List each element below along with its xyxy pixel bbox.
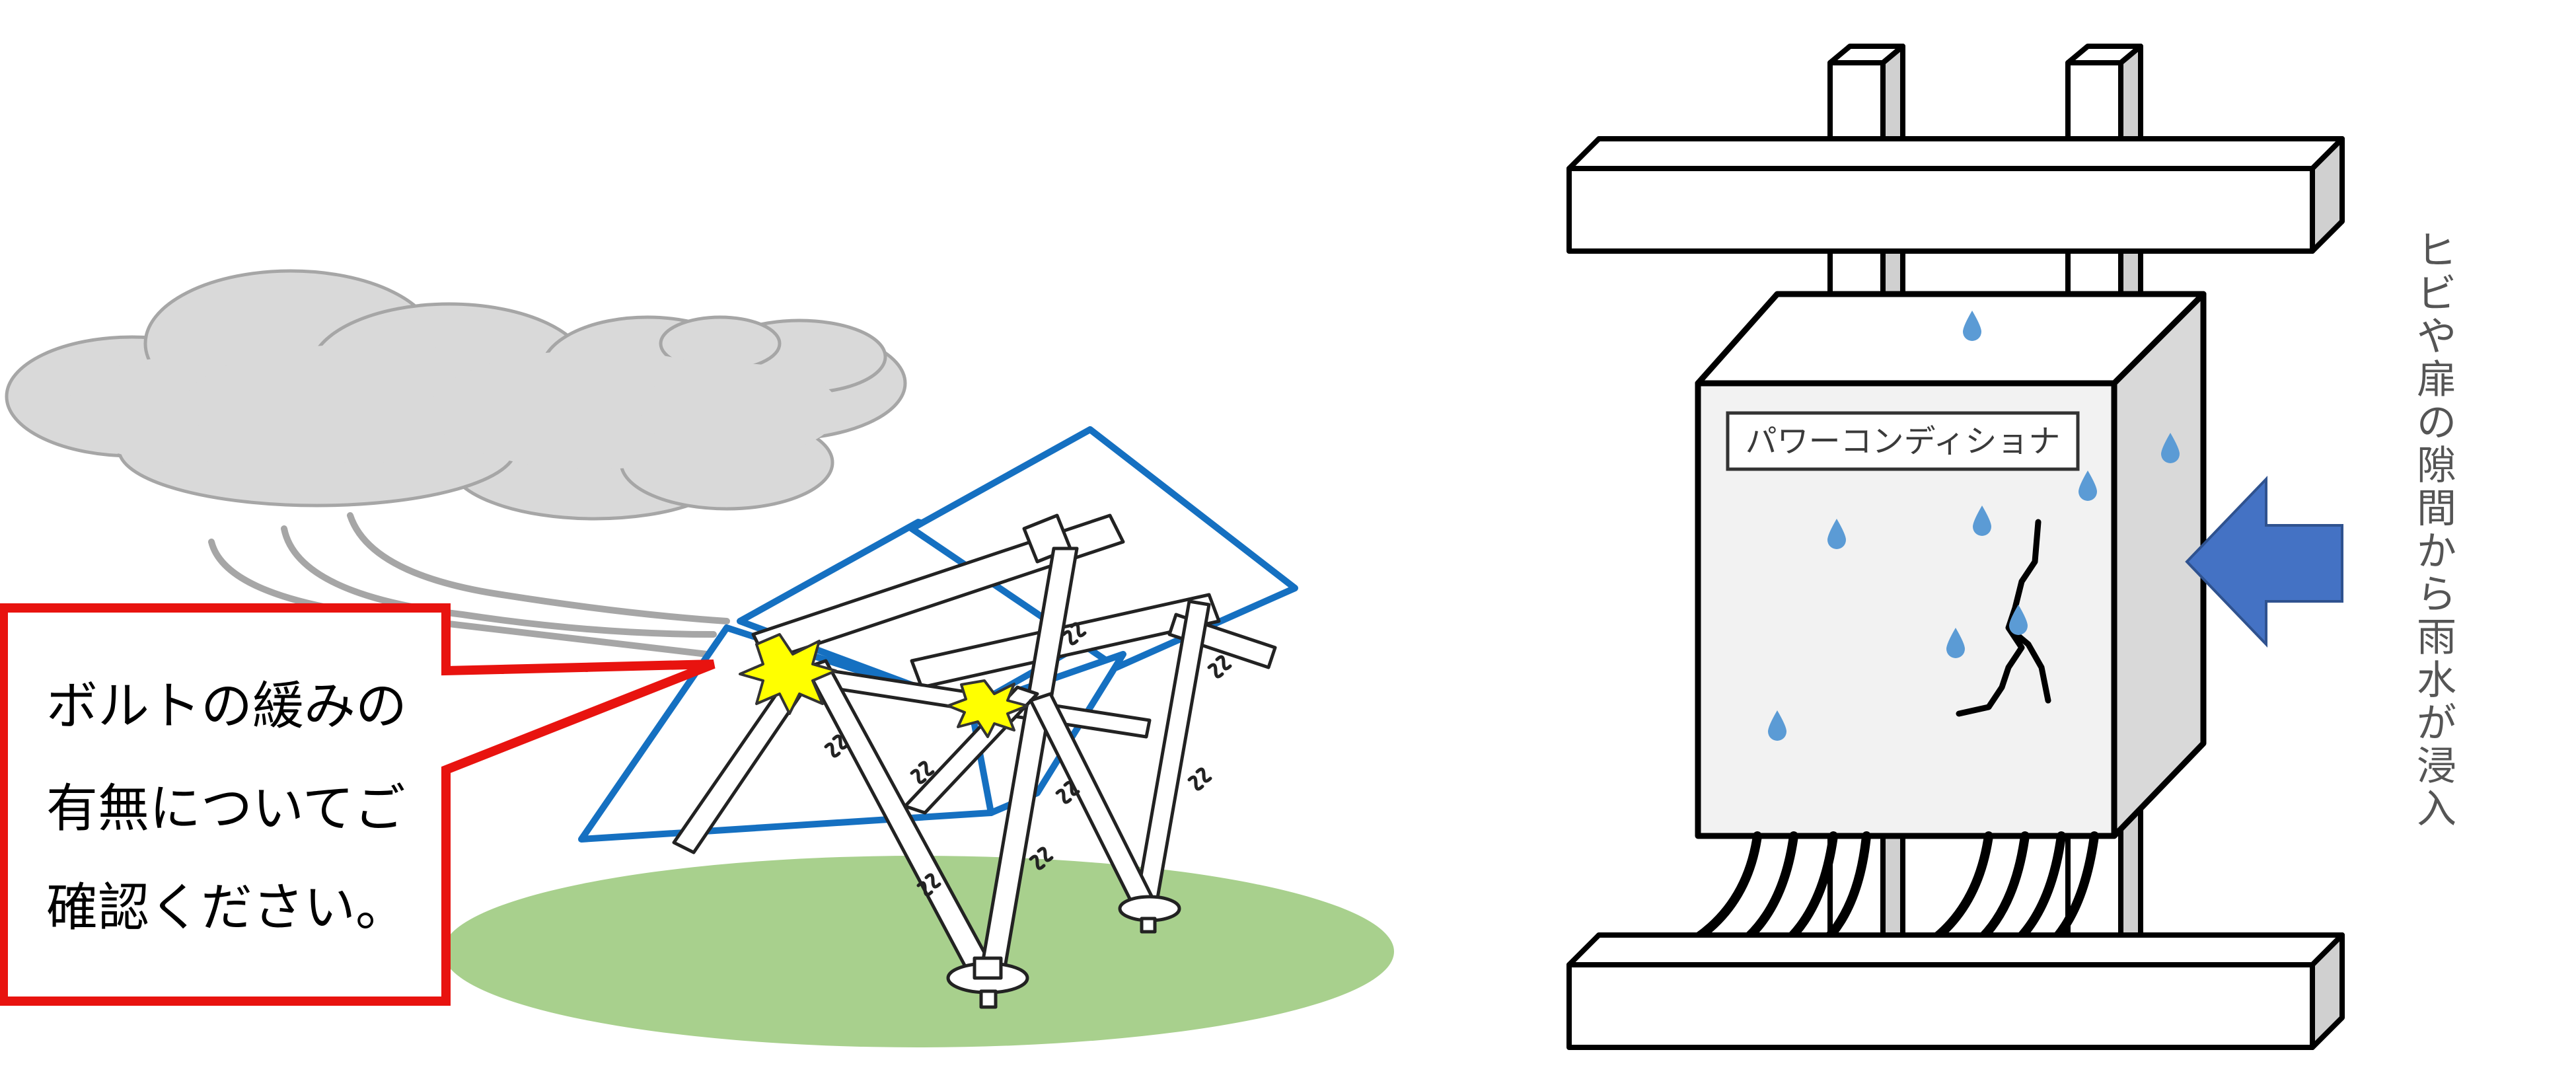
bottom-beam (1566, 932, 2345, 1050)
caption-char: や (2417, 314, 2456, 360)
caption-char: 浸 (2417, 743, 2456, 790)
raindrops (1768, 311, 2180, 741)
caption-char: ヒ (2417, 228, 2456, 274)
callout-box (0, 603, 716, 1006)
arrow-left-icon (2185, 476, 2343, 648)
right-illustration: パワーコンディショナ (1566, 44, 2456, 1050)
top-beam (1566, 136, 2345, 254)
power-conditioner-box (1695, 291, 2207, 839)
vibration-icon (824, 622, 1232, 897)
callout-text-line-2: 有無についてご (46, 779, 406, 839)
mounting-frame (672, 513, 1277, 1009)
caption-char: 扉 (2417, 357, 2456, 403)
raindrop-icon (2161, 433, 2180, 463)
caption-char: ら (2417, 572, 2456, 618)
raindrop-icon (1946, 628, 1965, 658)
caption-char: 間 (2417, 486, 2456, 532)
device-label-frame (1726, 411, 2080, 471)
raindrop-icon (2009, 605, 2028, 635)
caption-char: ビ (2417, 271, 2456, 317)
raindrop-icon (1963, 311, 1981, 341)
raindrop-icon (1973, 506, 1991, 536)
callout-text-line-1: ボルトの緩みの (46, 677, 407, 736)
caption-char: 雨 (2417, 615, 2456, 661)
caption-char: 入 (2417, 786, 2456, 833)
caption-char: 隙 (2417, 443, 2456, 489)
caption-char: の (2417, 400, 2456, 446)
caption-char: 水 (2417, 658, 2456, 704)
spark-icon (739, 633, 837, 715)
device-label: パワーコンディショナ (1746, 423, 2061, 460)
spark-icon (947, 679, 1029, 738)
caption-char: が (2417, 700, 2456, 747)
vertical-caption: ヒ ビ や 扉 の 隙 間 か ら 雨 水 が 浸 入 (2417, 228, 2456, 833)
raindrop-icon (1768, 710, 1786, 741)
callout-text-line-3: 確認ください。 (46, 878, 407, 938)
raindrop-icon (2079, 470, 2097, 501)
crack-icon (1956, 519, 2051, 717)
raindrop-icon (1827, 519, 1846, 549)
caption-char: か (2417, 529, 2456, 575)
left-illustration: ボルトの緩みの 有無についてご 確認ください。 (0, 269, 1394, 1047)
cloud-icon (5, 269, 907, 521)
